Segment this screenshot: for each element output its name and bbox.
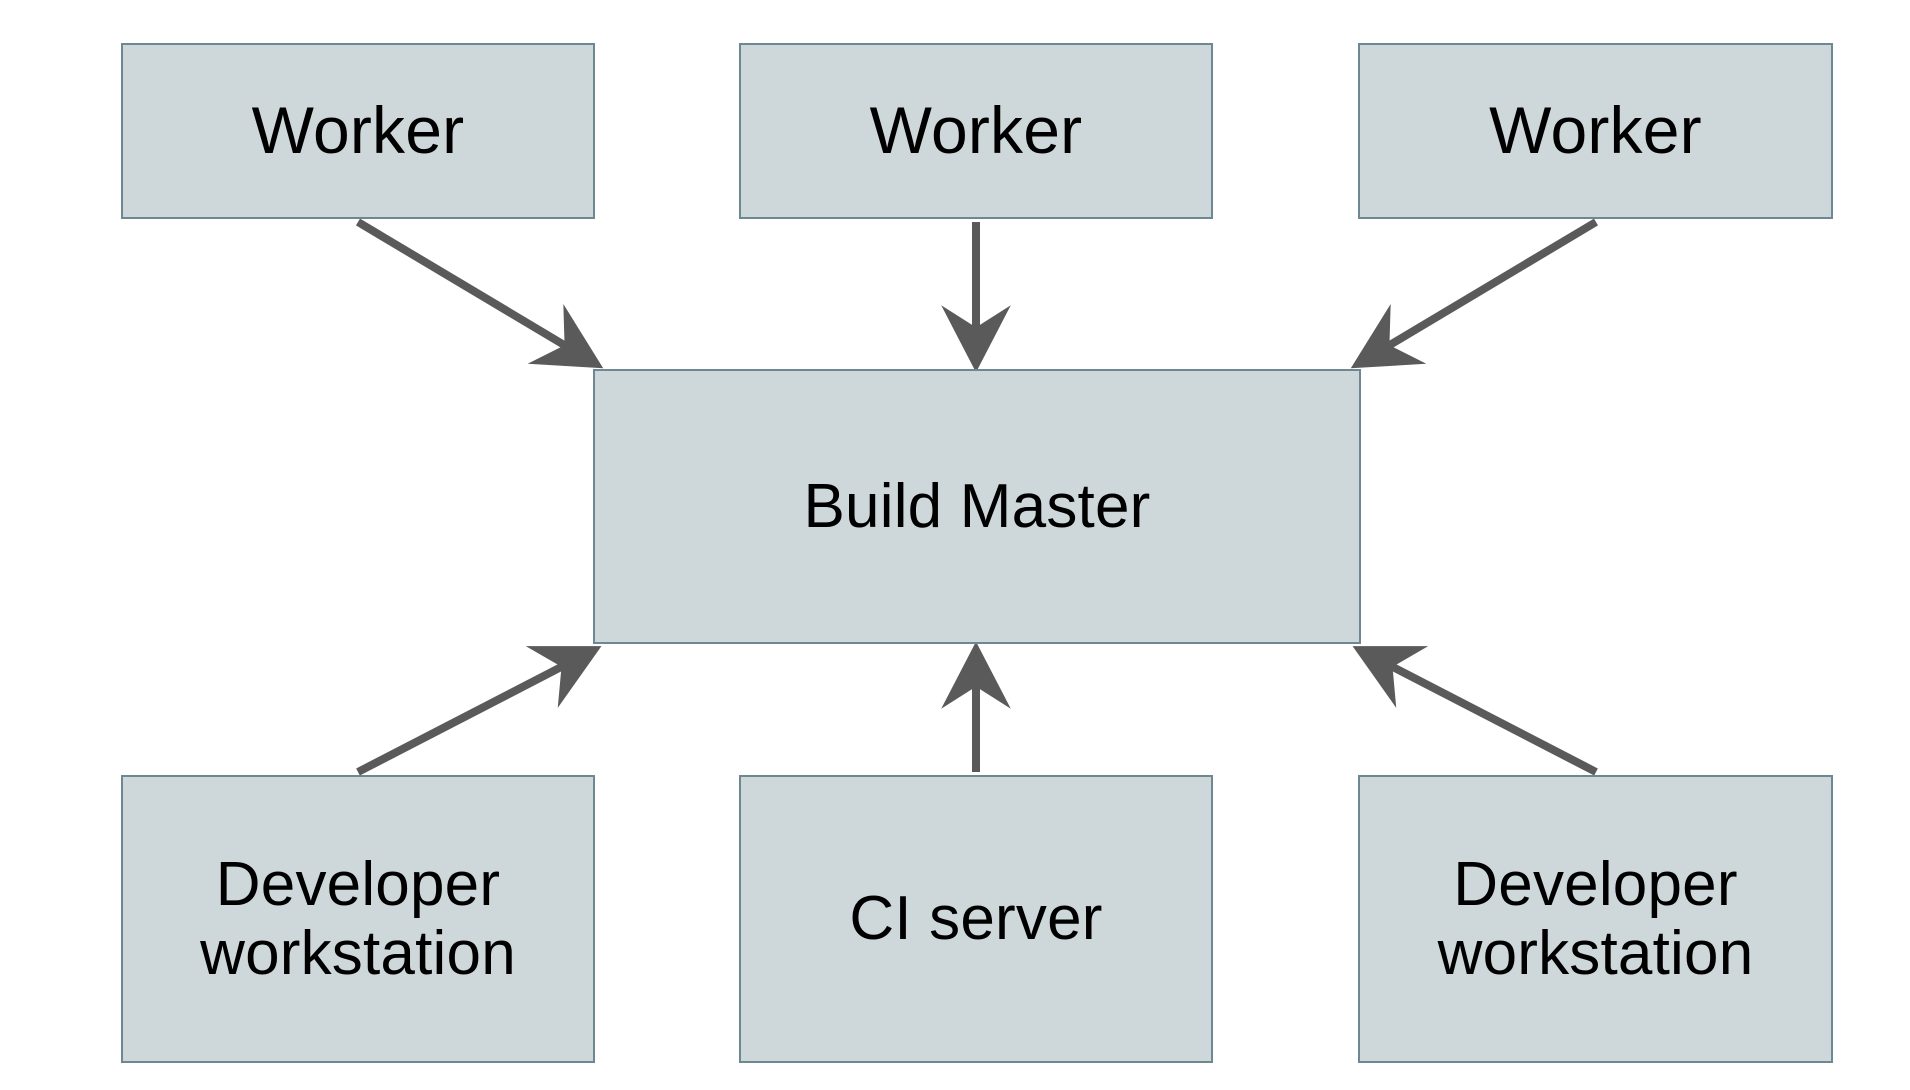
node-ci-server-label: CI server	[849, 884, 1103, 954]
node-developer-workstation-1-label: Developer workstation	[200, 849, 516, 988]
edge-dev-ws-1-to-build-master	[356, 646, 602, 776]
node-developer-workstation-2[interactable]: Developer workstation	[1358, 775, 1833, 1063]
node-worker-2[interactable]: Worker	[739, 43, 1213, 219]
node-worker-3[interactable]: Worker	[1358, 43, 1833, 219]
node-worker-2-label: Worker	[869, 93, 1083, 168]
edge-worker-1-to-build-master	[355, 218, 604, 369]
node-ci-server[interactable]: CI server	[739, 775, 1213, 1063]
edge-worker-3-to-build-master	[1350, 218, 1599, 369]
node-worker-1[interactable]: Worker	[121, 43, 595, 219]
node-build-master[interactable]: Build Master	[593, 369, 1361, 644]
node-developer-workstation-2-label: Developer workstation	[1437, 849, 1754, 988]
node-worker-1-label: Worker	[251, 93, 465, 168]
node-build-master-label: Build Master	[803, 471, 1151, 541]
node-worker-3-label: Worker	[1489, 93, 1702, 168]
node-developer-workstation-1[interactable]: Developer workstation	[121, 775, 595, 1063]
edge-dev-ws-2-to-build-master	[1352, 646, 1598, 776]
